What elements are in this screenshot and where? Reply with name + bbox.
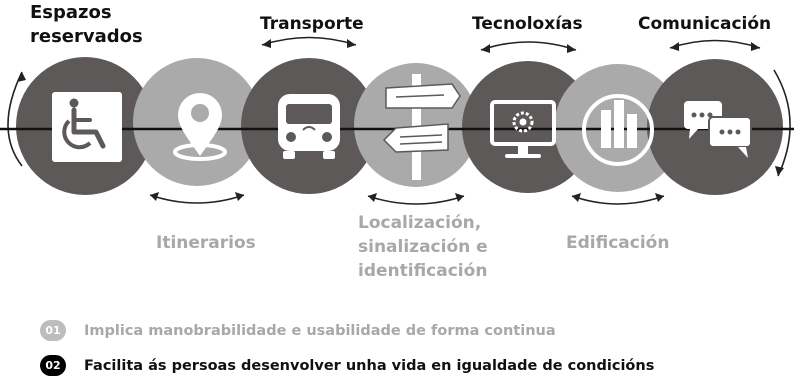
legend-number-02: 02 (40, 355, 66, 376)
arc-comunicacion-top (669, 39, 761, 51)
signpost-icon (382, 74, 461, 180)
label-itinerarios: Itinerarios (156, 233, 256, 253)
arc-itinerarios-bottom (149, 192, 245, 204)
label-sinalizacion: sinalización e (358, 237, 488, 257)
arc-edificacion-bottom (571, 193, 665, 205)
location-pin-icon (173, 93, 227, 161)
label-localizacion: Localización, (358, 213, 482, 233)
label-reservados: reservados (30, 26, 143, 47)
circle-tecnoloxias (462, 61, 594, 193)
label-espazos: Espazos (30, 2, 112, 23)
left-outer-arrowhead (17, 72, 26, 82)
label-transporte: Transporte (260, 14, 364, 34)
computer-monitor-icon (490, 100, 556, 158)
arc-transporte-top (261, 36, 357, 48)
legend-item-02: 02 Facilita ás persoas desenvolver unha … (40, 355, 654, 376)
wheelchair-icon (52, 92, 122, 162)
label-comunicacion: Comunicación (638, 14, 772, 34)
legend-number-01: 01 (40, 320, 66, 341)
buildings-icon (582, 94, 654, 166)
arc-tecnoloxias-top (480, 41, 577, 53)
label-edificacion: Edificación (566, 233, 670, 253)
legend-item-01: 01 Implica manobrabilidade e usabilidade… (40, 320, 556, 341)
right-outer-arrow (773, 69, 791, 177)
arc-sinalizacion-bottom (367, 193, 465, 205)
chat-bubbles-icon (684, 101, 752, 158)
legend-text-02: Facilita ás persoas desenvolver unha vid… (84, 357, 655, 374)
legend-text-01: Implica manobrabilidade e usabilidade de… (84, 322, 556, 339)
label-identificacion: identificación (358, 261, 488, 281)
left-outer-arrow (7, 71, 23, 167)
label-tecnoloxias: Tecnoloxías (472, 14, 583, 34)
bus-icon (278, 94, 340, 159)
right-outer-arrowhead (775, 166, 784, 176)
